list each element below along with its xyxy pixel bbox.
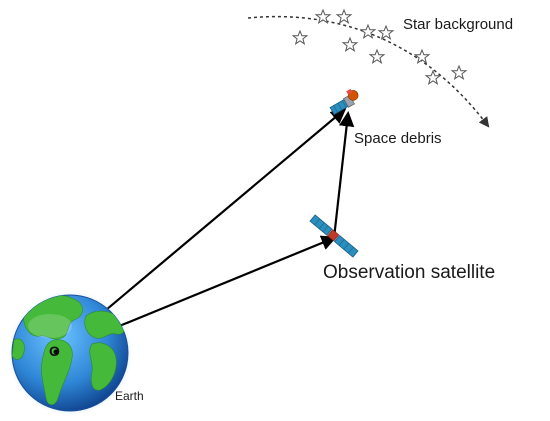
earth-label: Earth bbox=[115, 389, 144, 403]
observation-satellite-icon bbox=[309, 214, 359, 258]
star-icon bbox=[451, 65, 467, 80]
observation-satellite-label: Observation satellite bbox=[323, 262, 496, 283]
star-icon bbox=[369, 49, 385, 64]
star-icon bbox=[425, 70, 441, 85]
star-icon bbox=[342, 37, 358, 52]
star-background-label: Star background bbox=[403, 16, 514, 33]
star-icon bbox=[292, 30, 308, 45]
star-icon bbox=[360, 24, 376, 39]
vector-satellite-to-debris bbox=[332, 110, 355, 239]
space-debris-label: Space debris bbox=[354, 130, 442, 147]
space-debris-icon bbox=[329, 88, 359, 116]
star-background-trajectory bbox=[247, 15, 490, 128]
star-icon bbox=[378, 25, 394, 40]
star-icon bbox=[336, 9, 352, 24]
earth-globe-icon bbox=[8, 291, 132, 415]
origin-point bbox=[53, 349, 59, 355]
origin-label: O bbox=[49, 343, 60, 359]
